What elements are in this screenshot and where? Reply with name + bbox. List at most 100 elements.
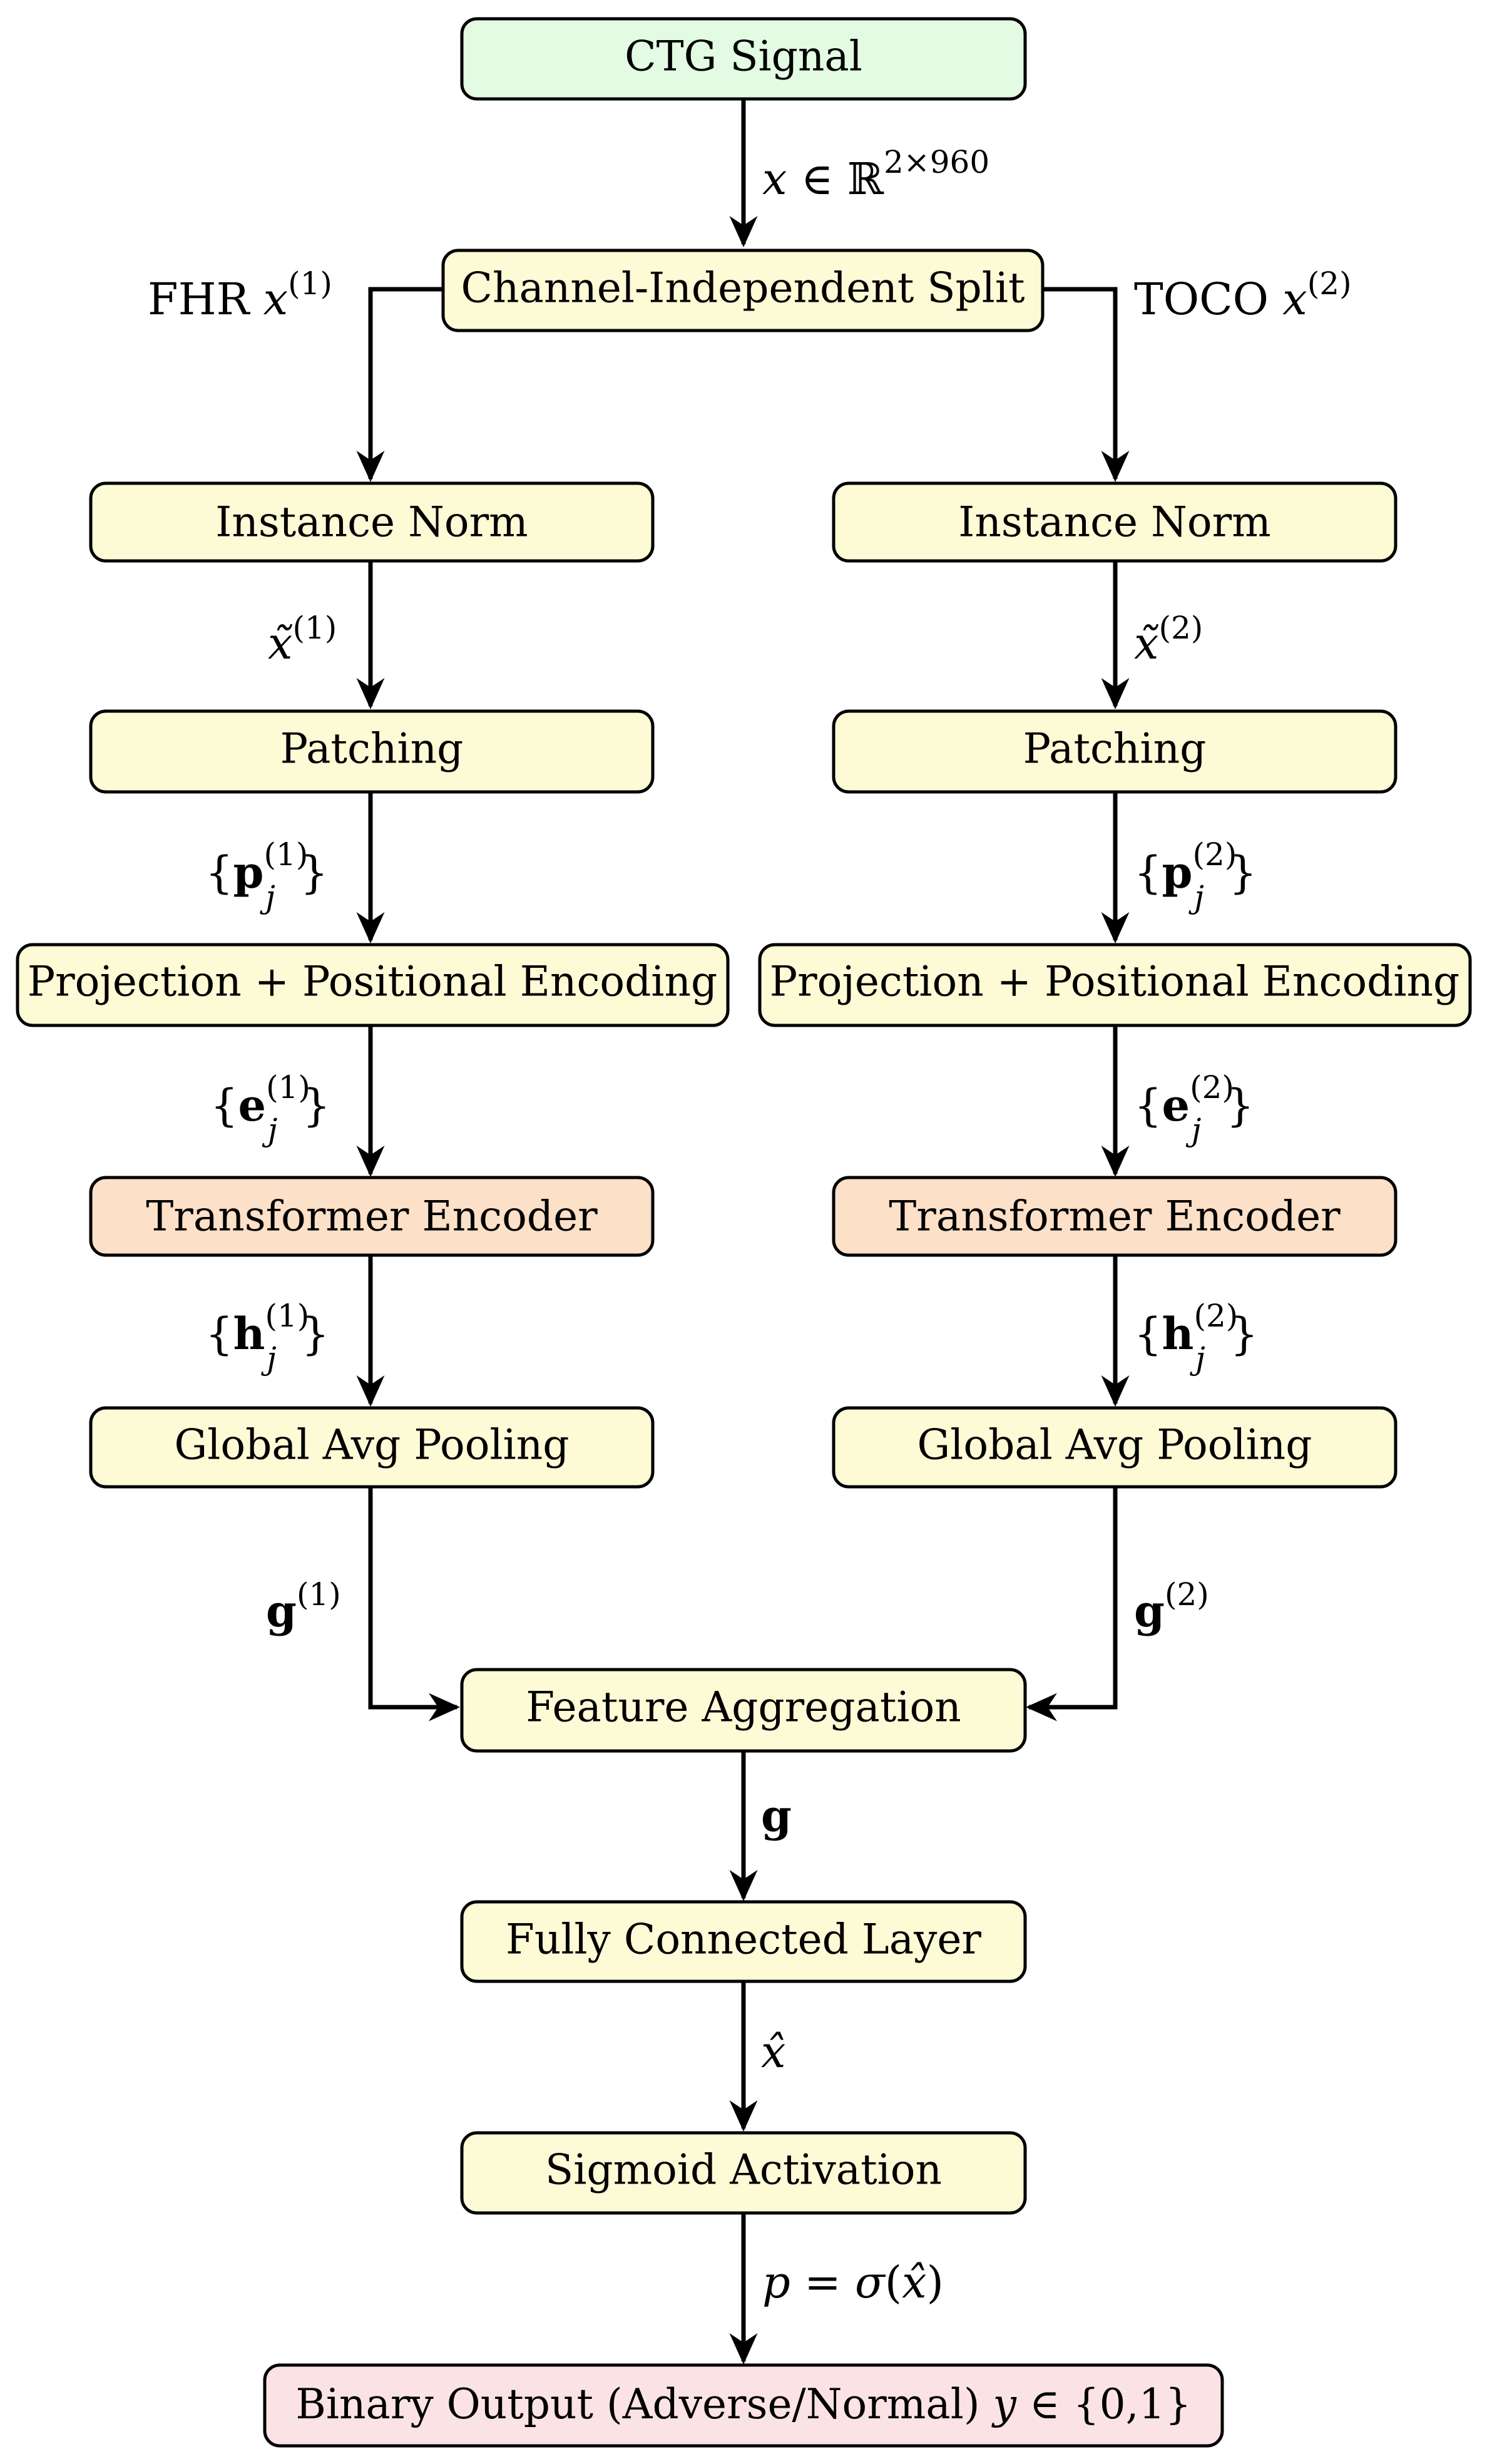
prob-arg: x̂ (902, 2257, 926, 2308)
fhr-e-sup: (1) (266, 1069, 310, 1106)
arrow-split-to-toco-norm (1043, 287, 1130, 482)
fhr-transformer-label: Transformer Encoder (146, 1193, 598, 1241)
toco-g-var: g (1134, 1585, 1165, 1637)
toco-p-sup: (2) (1193, 836, 1237, 873)
toco-var: x (1282, 274, 1307, 325)
toco-transformer-node: Transformer Encoder (832, 1176, 1398, 1257)
fhr-h-close: } (302, 1308, 330, 1360)
arrow-split-to-fhr-norm (356, 287, 443, 482)
toco-sup: (2) (1307, 265, 1352, 302)
ctg-signal-node: CTG Signal (460, 17, 1027, 101)
ctg-signal-box (460, 17, 1027, 101)
split-label: Channel-Independent Split (461, 264, 1025, 312)
toco-p-var: p (1162, 846, 1193, 898)
fhr-p-close: } (300, 847, 329, 898)
fhr-patching-box (89, 709, 655, 794)
toco-patching-node: Patching (832, 709, 1398, 794)
toco-instance-norm-node: Instance Norm (832, 481, 1398, 563)
fhr-projection-node: Projection + Positional Encoding (16, 943, 730, 1027)
fhr-var: x (263, 274, 288, 325)
toco-transformer-label: Transformer Encoder (889, 1193, 1341, 1241)
output-set: ∈ {0,1} (1016, 2380, 1192, 2428)
aggregation-box (460, 1668, 1027, 1753)
toco-p-open: { (1134, 847, 1162, 898)
fhr-embeddings-label: {e(1)j} (210, 1069, 330, 1148)
aggregation-node: Feature Aggregation (460, 1668, 1027, 1753)
fhr-e-open: { (210, 1080, 238, 1131)
toco-p-close: } (1229, 847, 1257, 898)
fhr-transformer-node: Transformer Encoder (89, 1176, 655, 1257)
fc-layer-node: Fully Connected Layer (460, 1900, 1027, 1983)
toco-patching-box (832, 709, 1398, 794)
toco-e-var: e (1162, 1079, 1190, 1131)
sigmoid-box (460, 2131, 1027, 2215)
fhr-channel-label: FHR x(1) (148, 265, 332, 325)
fhr-pooling-box (89, 1406, 655, 1489)
toco-e-close: } (1226, 1080, 1254, 1131)
fhr-transformer-box (89, 1176, 655, 1257)
prob-var: p (762, 2257, 790, 2308)
fhr-xtilde-sup: (1) (292, 610, 337, 646)
split-box (441, 249, 1045, 332)
toco-patches-label: {p(2)j} (1134, 836, 1257, 915)
output-var: y (991, 2380, 1017, 2428)
fc-layer-box (460, 1900, 1027, 1983)
aggregated-g-label: g (761, 1790, 792, 1842)
fhr-p-sup: (1) (264, 836, 309, 873)
fhr-patching-node: Patching (89, 709, 655, 794)
prob-close: ) (927, 2257, 944, 2308)
output-node: Binary Output (Adverse/Normal) y ∈ {0,1} (263, 2363, 1224, 2448)
fhr-pooled-label: g(1) (266, 1576, 341, 1637)
toco-e-open: { (1134, 1080, 1162, 1131)
fhr-pooling-label: Global Avg Pooling (175, 1421, 570, 1469)
toco-e-sup: (2) (1190, 1069, 1234, 1106)
toco-h-close: } (1230, 1308, 1259, 1360)
prob-open: ( (885, 2257, 902, 2308)
output-box (263, 2363, 1224, 2448)
fhr-sup: (1) (288, 265, 332, 302)
toco-pooled-label: g(2) (1134, 1576, 1209, 1637)
split-node: Channel-Independent Split (441, 249, 1045, 332)
output-label: Binary Output (Adverse/Normal) y ∈ {0,1} (295, 2380, 1191, 2428)
fc-layer-label: Fully Connected Layer (506, 1916, 981, 1964)
input-shape-label: x ∈ ℝ2×960 (762, 144, 989, 205)
logit-label: x̂ (761, 2026, 785, 2078)
fhr-xtilde-label: x̃(1) (268, 610, 337, 669)
sigmoid-node: Sigmoid Activation (460, 2131, 1027, 2215)
toco-projection-box (758, 943, 1472, 1027)
toco-instance-norm-box (832, 481, 1398, 563)
probability-label: p = σ(x̂) (762, 2257, 944, 2308)
fhr-h-sup: (1) (265, 1298, 309, 1334)
toco-name: TOCO (1134, 274, 1282, 325)
toco-pooling-label: Global Avg Pooling (917, 1421, 1312, 1469)
input-dim: 2×960 (884, 144, 989, 180)
fhr-e-close: } (302, 1080, 330, 1131)
fhr-name: FHR (148, 274, 263, 325)
toco-channel-label: TOCO x(2) (1134, 265, 1352, 325)
arrow-toco-pooling-to-aggregation (1026, 1487, 1118, 1722)
toco-hidden-label: {h(2)j} (1134, 1298, 1258, 1377)
input-var: x (762, 153, 787, 205)
aggregation-label: Feature Aggregation (526, 1683, 961, 1732)
toco-h-open: { (1134, 1308, 1162, 1360)
toco-pooling-box (832, 1406, 1398, 1489)
prob-rel: = (790, 2257, 855, 2308)
fhr-xtilde-var: x̃ (268, 618, 292, 669)
fhr-p-var: p (233, 846, 264, 898)
toco-xtilde-label: x̃(2) (1134, 610, 1203, 669)
fhr-p-open: { (205, 847, 233, 898)
toco-transformer-box (832, 1176, 1398, 1257)
arrow-fhr-pooling-to-aggregation (368, 1487, 460, 1722)
toco-g-sup: (2) (1165, 1576, 1209, 1613)
connector-arrows (356, 99, 1130, 2364)
fhr-h-var: h (233, 1308, 265, 1360)
toco-instance-norm-label: Instance Norm (958, 498, 1270, 547)
fhr-e-var: e (238, 1079, 267, 1131)
fhr-instance-norm-label: Instance Norm (215, 498, 528, 547)
toco-embeddings-label: {e(2)j} (1134, 1069, 1254, 1148)
fhr-projection-box (16, 943, 730, 1027)
toco-patching-label: Patching (1023, 725, 1207, 773)
toco-h-sup: (2) (1193, 1298, 1238, 1334)
fhr-instance-norm-node: Instance Norm (89, 481, 655, 563)
